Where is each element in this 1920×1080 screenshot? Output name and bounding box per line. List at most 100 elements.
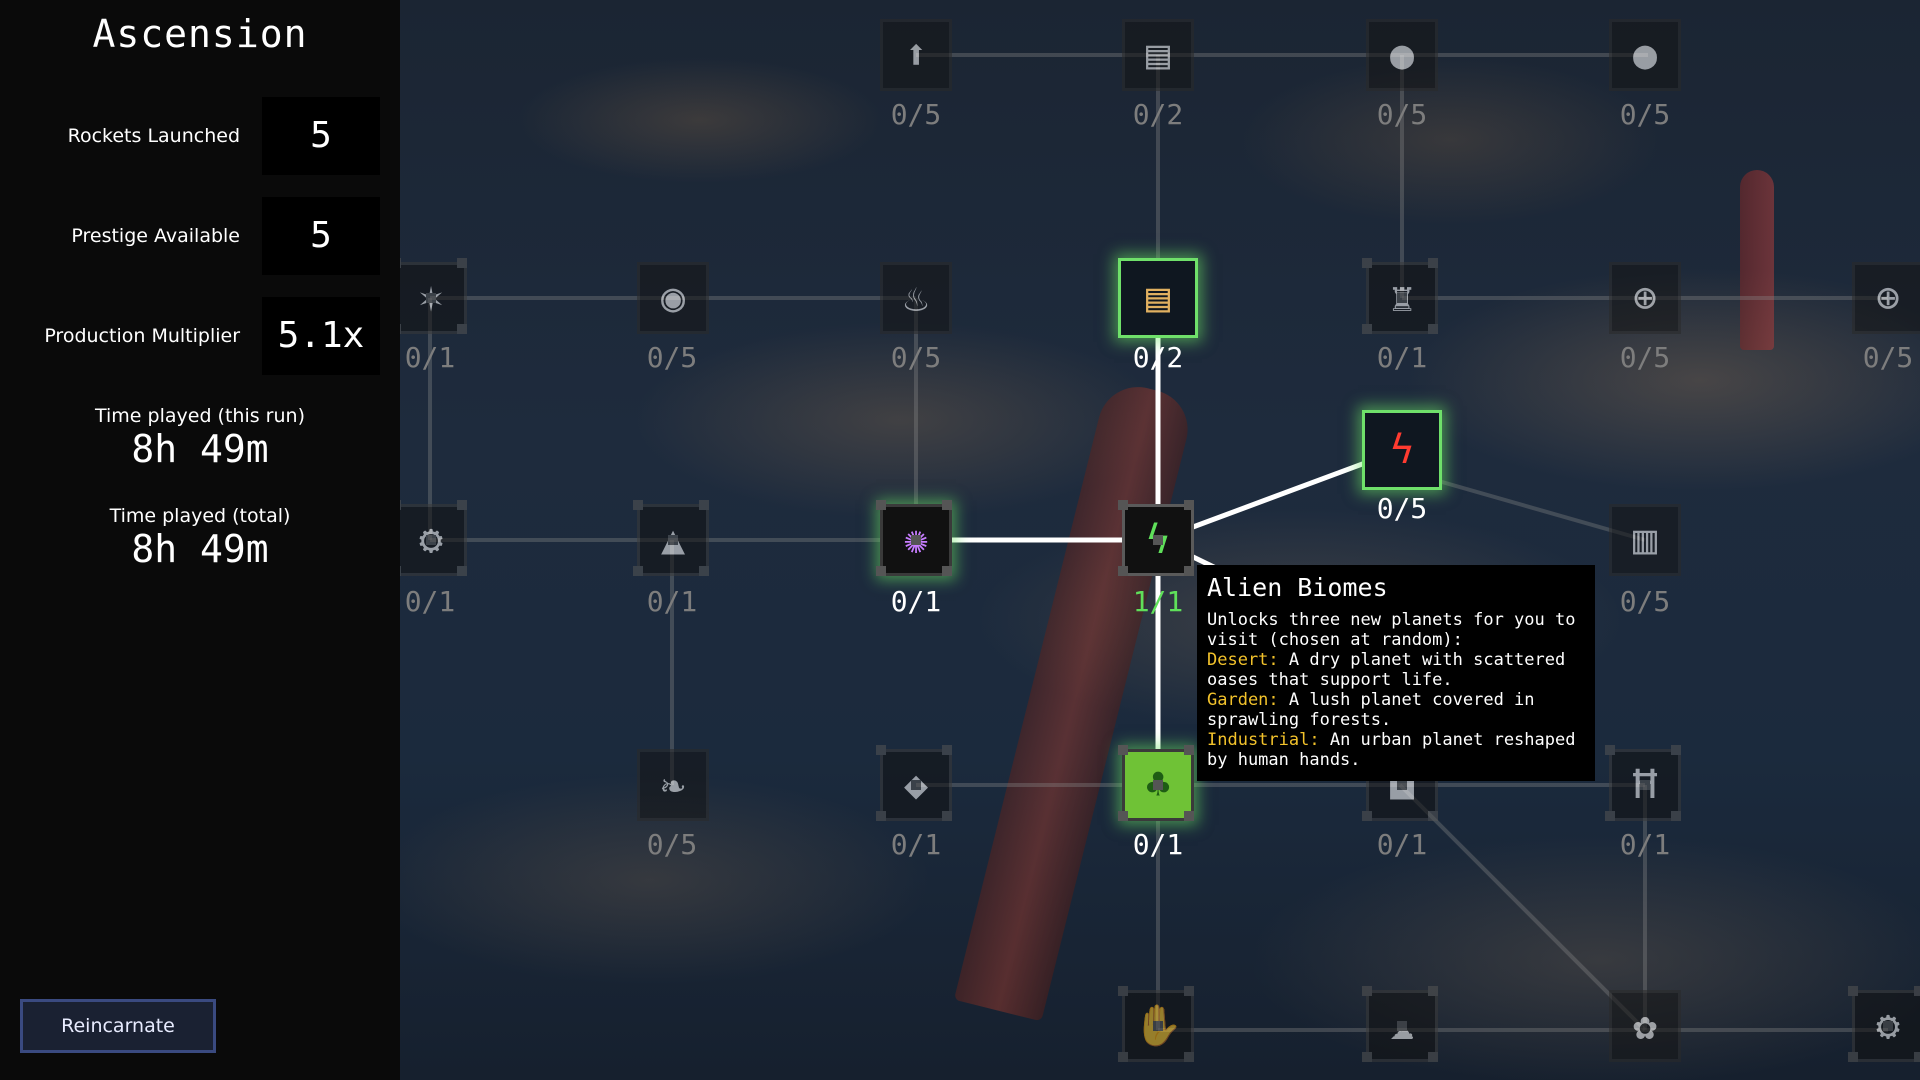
node-count: 0/2 — [1132, 98, 1184, 131]
tooltip-garden-key: Garden: — [1207, 690, 1279, 710]
cut-node-3[interactable]: ✿ — [1609, 990, 1681, 1062]
tooltip-body: Unlocks three new planets for you to vis… — [1207, 610, 1585, 770]
flame-node[interactable]: ♨ — [880, 262, 952, 334]
book-node[interactable]: ▥ — [1609, 504, 1681, 576]
node-count: 0/1 — [1376, 341, 1428, 374]
time-value: 8h 49m — [131, 527, 269, 571]
red-lightning-node[interactable]: ϟ — [1362, 410, 1442, 490]
star-node[interactable]: ✶ — [391, 258, 467, 334]
cloud-icon: ☁ — [1389, 1003, 1415, 1049]
reincarnate-button[interactable]: Reincarnate — [20, 999, 216, 1053]
flame-icon: ♨ — [903, 275, 929, 321]
star-icon: ✶ — [418, 275, 444, 321]
ore-node[interactable]: ◆ — [876, 745, 952, 821]
time-label: Time played (this run) — [95, 405, 305, 427]
gate-icon: Ħ — [1632, 762, 1658, 808]
node-count: 0/1 — [890, 585, 942, 618]
skill-tooltip: Alien Biomes Unlocks three new planets f… — [1197, 565, 1595, 781]
node-count: 0/5 — [1619, 341, 1671, 374]
green-lightning-node[interactable]: ϟ — [1118, 500, 1194, 576]
galaxy-node[interactable]: ✺ — [876, 500, 952, 576]
compass-node[interactable]: ⊕ — [1609, 262, 1681, 334]
tower-node[interactable]: ♜ — [1362, 258, 1438, 334]
lightbulb-node[interactable]: ● — [1366, 19, 1438, 91]
tooltip-garden-text: A lush planet covered in sprawling fores… — [1207, 690, 1535, 730]
chest-node[interactable]: ▤ — [1122, 19, 1194, 91]
clover-node[interactable]: ♣ — [1118, 745, 1194, 821]
leaf-icon: ❧ — [660, 762, 686, 808]
lightbulb-icon: ● — [1389, 32, 1415, 78]
stat-label: Rockets Launched — [67, 125, 240, 147]
node-count: 1/1 — [1132, 585, 1184, 618]
gate-node[interactable]: Ħ — [1605, 745, 1681, 821]
tooltip-industrial-key: Industrial: — [1207, 730, 1320, 750]
tooltip-intro: Unlocks three new planets for you to vis… — [1207, 610, 1576, 650]
time-value: 8h 49m — [131, 427, 269, 471]
tooltip-desert-key: Desert: — [1207, 650, 1279, 670]
red-lightning-icon: ϟ — [1389, 427, 1415, 473]
cut-node-4[interactable]: ⚙ — [1848, 986, 1920, 1062]
node-count: 0/5 — [1862, 341, 1914, 374]
up-arrow-node[interactable]: ⬆ — [880, 19, 952, 91]
clover-icon: ♣ — [1145, 762, 1171, 808]
cut-node-2[interactable]: ☁ — [1362, 986, 1438, 1062]
stat-prestige-available: Prestige Available 5 — [0, 197, 400, 275]
book-icon: ▥ — [1632, 517, 1658, 563]
node-count: 0/2 — [1132, 341, 1184, 374]
time-played-total: Time played (total) 8h 49m — [0, 505, 400, 571]
stat-label: Production Multiplier — [44, 325, 240, 347]
tooltip-title: Alien Biomes — [1207, 573, 1388, 602]
hand-icon: ✋ — [1133, 1003, 1183, 1049]
node-count: 0/1 — [404, 585, 456, 618]
plant-icon: ✿ — [1632, 1003, 1658, 1049]
machine-icon: ⚙ — [1875, 1003, 1901, 1049]
node-count: 0/5 — [1619, 98, 1671, 131]
background-rocket-small — [1740, 170, 1774, 350]
node-count: 0/5 — [890, 98, 942, 131]
triangle-node[interactable]: ▲ — [633, 500, 709, 576]
stat-rockets-launched: Rockets Launched 5 — [0, 97, 400, 175]
time-label: Time played (total) — [109, 505, 291, 527]
node-count: 0/5 — [1376, 492, 1428, 525]
node-count: 0/1 — [1376, 828, 1428, 861]
tooltip-industrial-text: An urban planet reshaped by human hands. — [1207, 730, 1576, 770]
lightbulb-icon: ● — [1632, 32, 1658, 78]
gear-node[interactable]: ⚙ — [391, 500, 467, 576]
stat-label: Prestige Available — [71, 225, 240, 247]
up-arrow-icon: ⬆ — [903, 32, 929, 78]
node-count: 0/1 — [404, 341, 456, 374]
stat-production-multiplier: Production Multiplier 5.1x — [0, 297, 400, 375]
node-count: 0/1 — [646, 585, 698, 618]
time-played-run: Time played (this run) 8h 49m — [0, 405, 400, 471]
compass-icon: ⊕ — [1875, 275, 1901, 321]
rock-node[interactable]: ◉ — [637, 262, 709, 334]
compass-icon: ⊕ — [1632, 275, 1658, 321]
cut-node-1[interactable]: ✋ — [1118, 986, 1194, 1062]
node-count: 0/5 — [646, 828, 698, 861]
lightbulb-node-2[interactable]: ● — [1609, 19, 1681, 91]
leaf-node[interactable]: ❧ — [637, 749, 709, 821]
ascension-sidebar: Ascension Rockets Launched 5 Prestige Av… — [0, 0, 400, 1080]
tooltip-desert-text: A dry planet with scattered oases that s… — [1207, 650, 1566, 690]
stat-value: 5.1x — [262, 297, 380, 375]
treasure-chest-icon: ▤ — [1145, 32, 1171, 78]
gear-icon: ⚙ — [418, 517, 444, 563]
galaxy-icon: ✺ — [903, 517, 929, 563]
ore-icon: ◆ — [903, 762, 929, 808]
node-count: 0/1 — [1132, 828, 1184, 861]
node-count: 0/1 — [890, 828, 942, 861]
node-count: 0/5 — [890, 341, 942, 374]
compass-node-2[interactable]: ⊕ — [1852, 262, 1920, 334]
node-count: 0/5 — [1619, 585, 1671, 618]
node-count: 0/5 — [1376, 98, 1428, 131]
chest-node-owned[interactable]: ▤ — [1118, 258, 1198, 338]
tower-icon: ♜ — [1389, 275, 1415, 321]
page-title: Ascension — [92, 12, 308, 56]
node-count: 0/5 — [646, 341, 698, 374]
stat-value: 5 — [262, 197, 380, 275]
stat-value: 5 — [262, 97, 380, 175]
node-count: 0/1 — [1619, 828, 1671, 861]
rock-icon: ◉ — [660, 275, 686, 321]
treasure-chest-icon: ▤ — [1145, 275, 1171, 321]
